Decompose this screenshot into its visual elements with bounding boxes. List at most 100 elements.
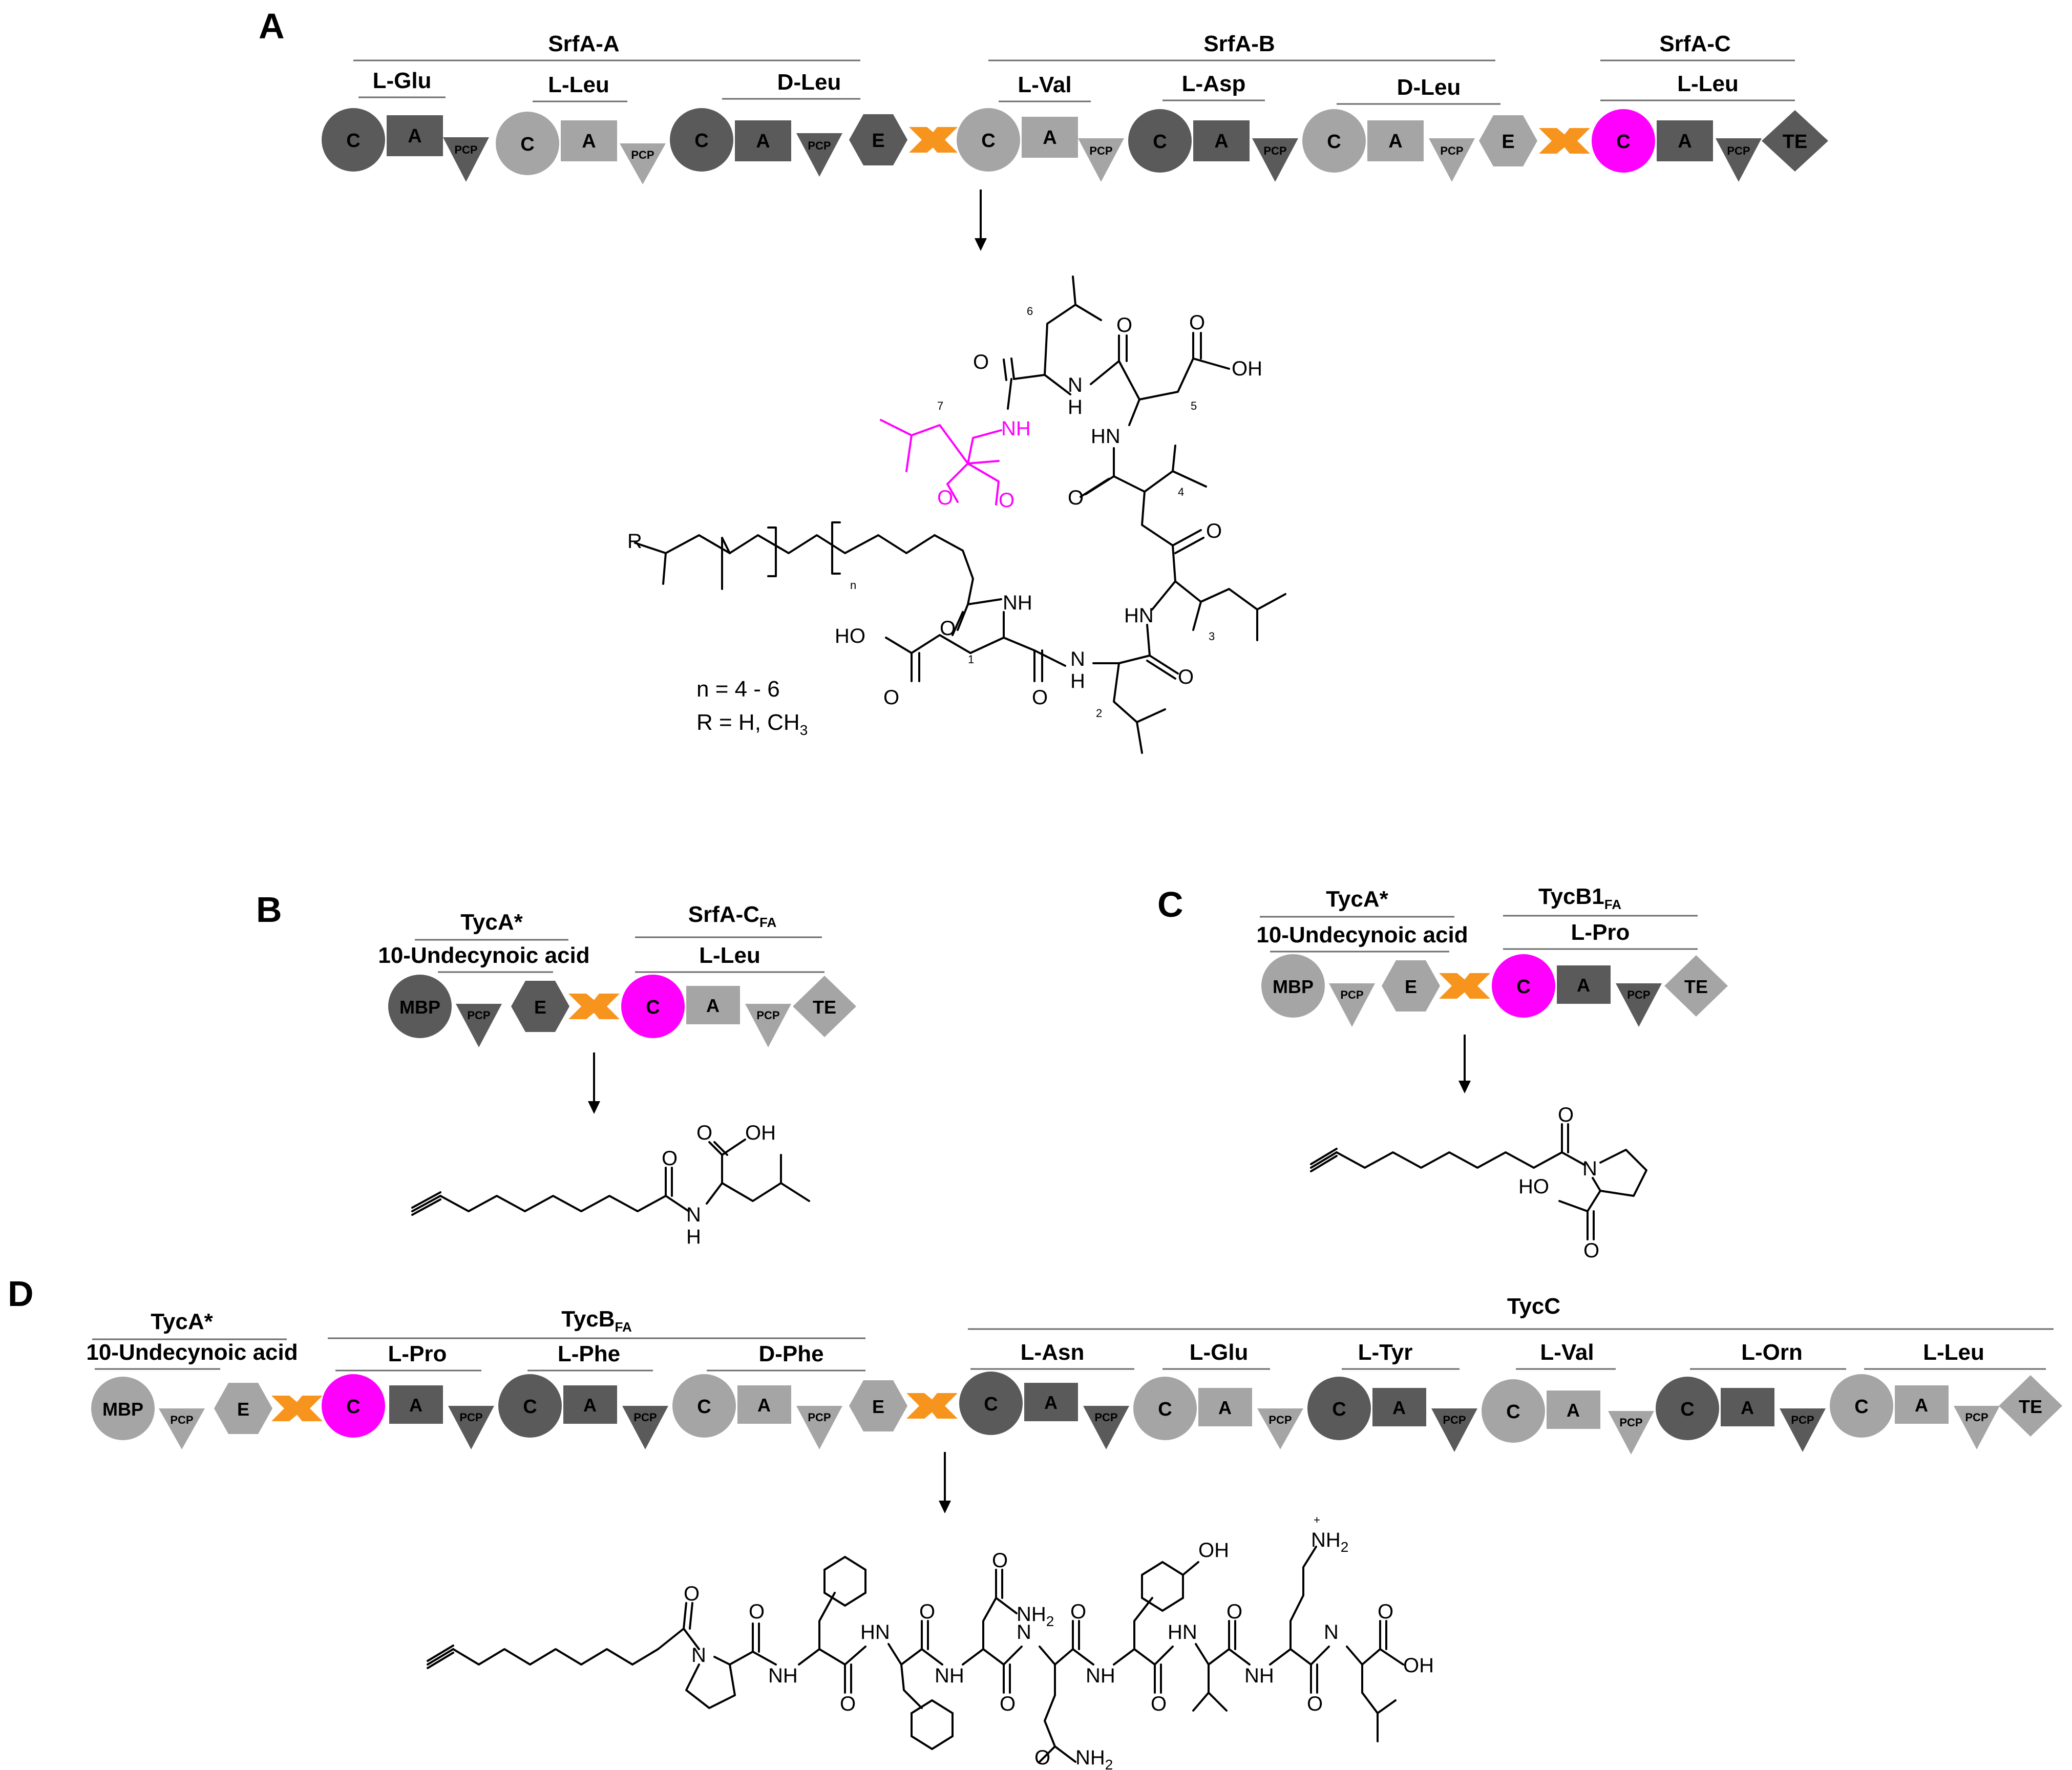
residue-label: L-Leu bbox=[1923, 1340, 1984, 1365]
pcp-domain bbox=[1329, 983, 1375, 1027]
linker-chevron bbox=[1539, 128, 1572, 154]
nitrogen-atom: N bbox=[1068, 374, 1083, 396]
hydrogen-atom: H bbox=[1070, 670, 1085, 692]
pcp-label: PCP bbox=[1965, 1411, 1988, 1424]
c-domain-label: C bbox=[1516, 976, 1530, 998]
residue-number: 7 bbox=[937, 399, 943, 412]
residue-label: L-Val bbox=[1018, 72, 1071, 97]
a-domain bbox=[686, 986, 740, 1024]
a-domain-label: A bbox=[756, 131, 770, 152]
panel-b-letter: B bbox=[256, 890, 282, 930]
linker-chevron bbox=[271, 1396, 305, 1421]
a-domain bbox=[1657, 120, 1713, 161]
oxygen-atom: O bbox=[919, 1600, 935, 1623]
c-domain-label: C bbox=[1158, 1399, 1172, 1420]
down-arrow-icon bbox=[975, 189, 987, 251]
a-domain-label: A bbox=[1388, 131, 1402, 152]
acid-label: 10-Undecynoic acid bbox=[1256, 922, 1468, 947]
a-domain-label: A bbox=[1043, 127, 1056, 149]
pcp-domain bbox=[1954, 1406, 2000, 1449]
residue-label: L-Leu bbox=[699, 943, 760, 968]
linker-chevron bbox=[1439, 973, 1472, 999]
a-domain-label: A bbox=[1915, 1395, 1928, 1416]
pcp-label: PCP bbox=[1440, 144, 1463, 157]
pcp-domain bbox=[796, 133, 842, 177]
pcp-label: PCP bbox=[1727, 144, 1750, 157]
srfa-a-label: SrfA-A bbox=[548, 31, 619, 56]
c-domain bbox=[1830, 1374, 1893, 1438]
pcp-label: PCP bbox=[170, 1414, 193, 1426]
linker-chevron bbox=[906, 1393, 940, 1419]
nh-group-magenta: NH bbox=[1001, 417, 1031, 440]
oxygen-atom: O bbox=[1068, 487, 1084, 509]
c-domain bbox=[1133, 1377, 1197, 1440]
a-domain-label: A bbox=[1678, 131, 1692, 152]
oxygen-atom: O bbox=[684, 1583, 700, 1605]
residue-label: D-Leu bbox=[777, 70, 841, 95]
c-domain-label: C bbox=[1506, 1401, 1520, 1423]
srfa-b-label: SrfA-B bbox=[1203, 31, 1275, 56]
c-domain bbox=[957, 108, 1020, 172]
e-domain bbox=[214, 1383, 272, 1434]
e-domain bbox=[849, 114, 907, 165]
oxygen-atom: O bbox=[992, 1549, 1008, 1572]
oxygen-atom-magenta: O bbox=[999, 489, 1014, 512]
hydroxyl-group: OH bbox=[745, 1122, 776, 1144]
pcp-label: PCP bbox=[633, 1411, 657, 1424]
a-domain bbox=[1547, 1390, 1600, 1429]
residue-number: 3 bbox=[1209, 630, 1215, 643]
c-domain bbox=[1128, 109, 1192, 173]
oxygen-atom: O bbox=[840, 1693, 856, 1715]
residue-label: L-Leu bbox=[548, 72, 609, 97]
oxygen-atom: O bbox=[1227, 1600, 1242, 1623]
hydroxyl-group: OH bbox=[1198, 1539, 1229, 1562]
hydroxyl-group: OH bbox=[1232, 357, 1262, 380]
down-arrow-icon bbox=[939, 1452, 951, 1513]
residue-label: L-Asp bbox=[1182, 71, 1246, 96]
pcp-label: PCP bbox=[808, 1411, 831, 1424]
pcp-domain bbox=[1078, 138, 1124, 182]
oxygen-atom-magenta: O bbox=[937, 487, 953, 509]
nitrogen-atom: N bbox=[1017, 1621, 1031, 1643]
oxygen-atom: O bbox=[940, 617, 956, 640]
oxygen-atom: O bbox=[1000, 1693, 1016, 1715]
c-domain-label: C bbox=[346, 1396, 360, 1418]
a-domain bbox=[1557, 965, 1611, 1004]
pcp-label: PCP bbox=[1443, 1414, 1466, 1426]
nh-group: HN bbox=[1091, 425, 1120, 448]
acid-label: 10-Undecynoic acid bbox=[86, 1340, 298, 1365]
residue-label: L-Pro bbox=[388, 1341, 447, 1366]
oxygen-atom: O bbox=[1189, 311, 1205, 334]
te-domain bbox=[1999, 1375, 2062, 1437]
oxygen-atom: O bbox=[696, 1122, 712, 1144]
charge-sign: + bbox=[1314, 1513, 1320, 1526]
mbp-domain bbox=[1261, 954, 1325, 1018]
nh-group: NH bbox=[1244, 1664, 1274, 1687]
a-domain bbox=[387, 115, 443, 156]
a-domain bbox=[1367, 120, 1424, 161]
hydrogen-atom: H bbox=[686, 1226, 701, 1248]
c-domain bbox=[322, 108, 385, 172]
c-domain-magenta bbox=[1492, 954, 1555, 1018]
c-domain-label: C bbox=[1616, 131, 1630, 153]
panel-d-letter: D bbox=[8, 1274, 34, 1314]
a-domain bbox=[1895, 1385, 1949, 1424]
tyca-label: TycA* bbox=[151, 1309, 213, 1334]
a-domain bbox=[561, 120, 617, 161]
nh2-group: NH2 bbox=[1075, 1746, 1113, 1770]
c-domain-label: C bbox=[1153, 131, 1167, 153]
c-domain bbox=[498, 1374, 562, 1438]
c-domain bbox=[1307, 1377, 1371, 1440]
nitrogen-atom: N bbox=[1324, 1621, 1339, 1643]
a-domain bbox=[735, 120, 791, 161]
n-note: n = 4 - 6 bbox=[696, 677, 780, 702]
c-domain-magenta bbox=[1592, 109, 1655, 173]
c-domain-label: C bbox=[646, 997, 660, 1018]
oxygen-atom: O bbox=[1307, 1693, 1323, 1715]
c-domain bbox=[1302, 109, 1366, 173]
undecynoyl-pro-structure: O N HO O bbox=[1310, 1104, 1647, 1262]
a-domain bbox=[1372, 1388, 1426, 1426]
repeat-index: n bbox=[850, 579, 856, 592]
pcp-label: PCP bbox=[808, 139, 831, 152]
residue-label: L-Glu bbox=[1190, 1340, 1249, 1365]
